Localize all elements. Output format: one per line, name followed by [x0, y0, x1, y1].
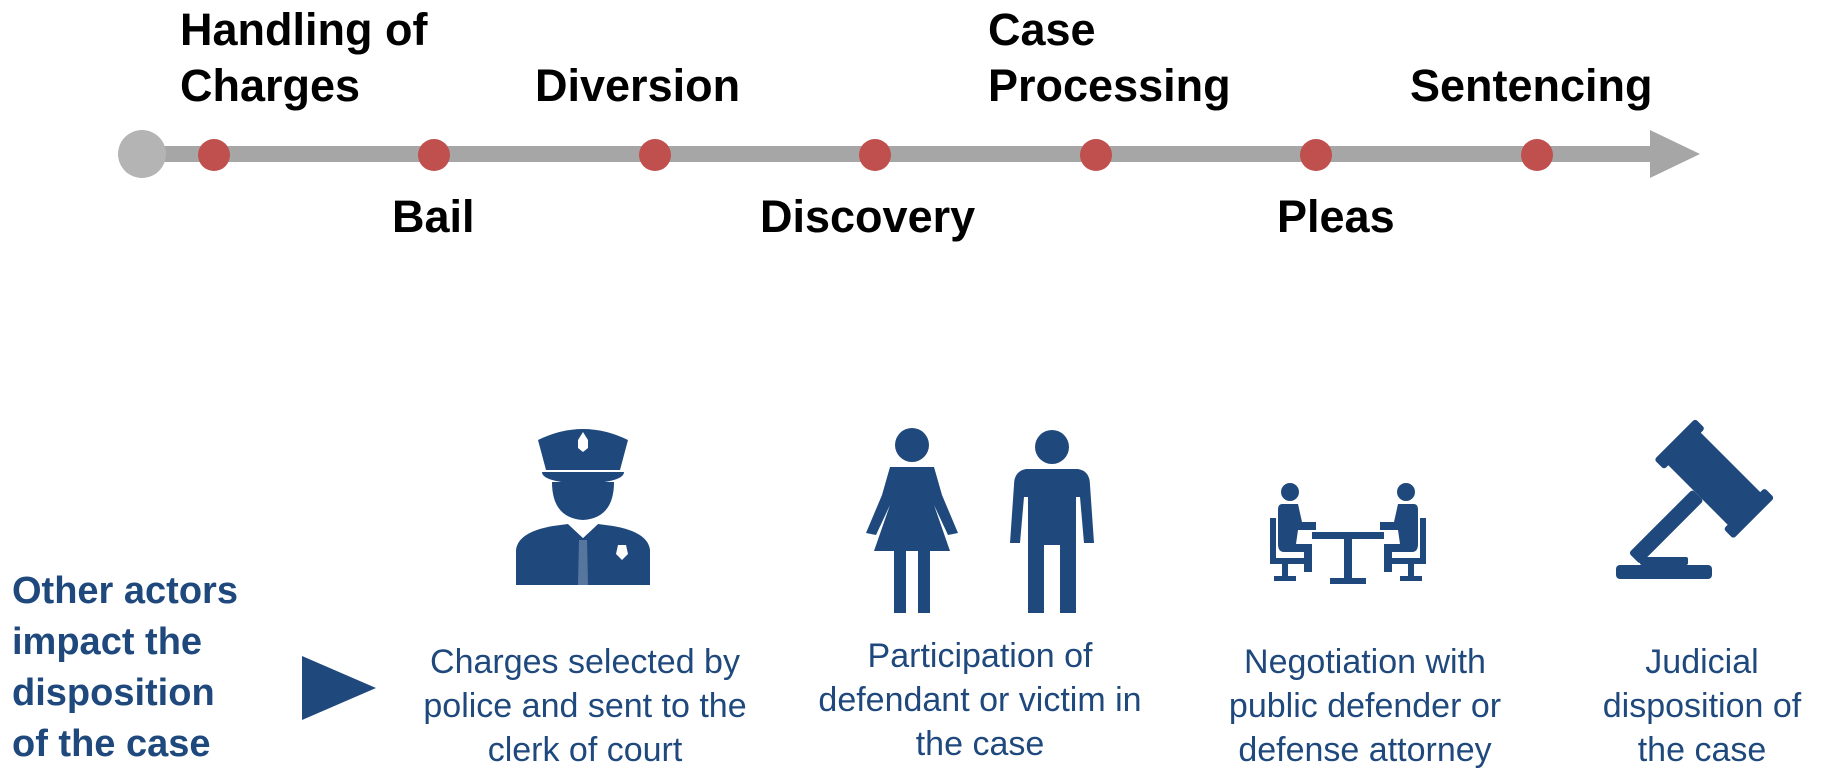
timeline-dot-bail — [418, 139, 450, 171]
actor-text-judicial: Judicial disposition of the case — [1602, 643, 1802, 769]
timeline-dot-pleas — [1300, 139, 1332, 171]
gavel-icon — [1616, 419, 1774, 579]
timeline-dot-diversion — [639, 139, 671, 171]
stage-label-diversion: Diversion — [535, 60, 741, 111]
actor-text-defendant-victim: Participation of defendant or victim in … — [818, 637, 1142, 763]
actor-text-negotiation: Negotiation with public defender or defe… — [1228, 643, 1502, 769]
stage-label-bail: Bail — [392, 191, 475, 242]
timeline-start-circle — [118, 130, 166, 178]
negotiation-table-icon — [1270, 483, 1426, 584]
actors-heading: Other actors impact the disposition of t… — [12, 570, 238, 765]
timeline — [118, 130, 1700, 178]
timeline-arrowhead — [1650, 130, 1700, 178]
timeline-dot-case-processing — [1080, 139, 1112, 171]
stage-label-pleas: Pleas — [1277, 191, 1395, 242]
police-officer-icon — [516, 429, 650, 585]
stage-label-sentencing: Sentencing — [1410, 60, 1653, 111]
defendant-victim-icon — [866, 428, 1094, 613]
stage-label-discovery: Discovery — [760, 191, 976, 242]
timeline-dot-discovery — [859, 139, 891, 171]
timeline-dot-handling-of-charges — [198, 139, 230, 171]
pointer-arrow-icon — [302, 656, 376, 720]
stage-label-handling-of-charges: Handling of Charges — [180, 4, 428, 111]
actor-text-police: Charges selected by police and sent to t… — [423, 643, 747, 769]
stage-label-case-processing: Case Processing — [988, 4, 1231, 111]
timeline-dot-sentencing — [1521, 139, 1553, 171]
